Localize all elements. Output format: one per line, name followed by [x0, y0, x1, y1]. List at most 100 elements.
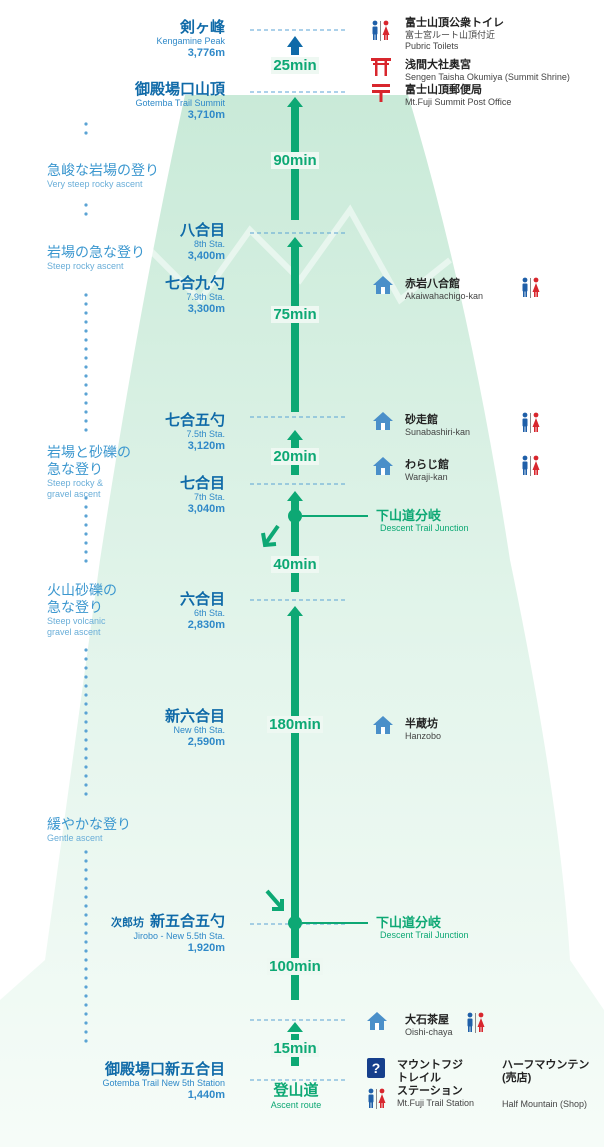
section-jp: 緩やかな登り	[47, 816, 131, 832]
station-name: 七合九勺	[164, 275, 225, 292]
section-dot	[84, 329, 88, 333]
station-name: 新五合五勺	[149, 913, 225, 930]
half-mountain-jp-1: ハーフマウンテン	[502, 1059, 590, 1071]
toilet-icon	[467, 1012, 485, 1033]
station-en: Gotemba Trail New 5th Station	[102, 1078, 225, 1088]
station-prefix: 次郎坊	[110, 917, 144, 929]
section-dot	[84, 976, 88, 980]
section-dot	[84, 850, 88, 854]
time-label: 40min	[255, 556, 335, 574]
station-name: 剣ヶ峰	[179, 19, 225, 36]
time-value: 25min	[271, 57, 319, 74]
section-dot	[84, 523, 88, 527]
trail-station-en: Mt.Fuji Trail Station	[397, 1098, 475, 1108]
section-dot	[84, 541, 88, 545]
time-label: 180min	[255, 716, 335, 734]
section-dot	[84, 877, 88, 881]
section-dot	[84, 702, 88, 706]
ascent-route-en: Ascent route	[270, 1100, 322, 1110]
section-dot	[84, 365, 88, 369]
section-dot	[84, 922, 88, 926]
trail-station: マウントフジ トレイル ステーション Mt.Fuji Trail Station	[397, 1059, 474, 1109]
facility-en: Sunabashiri-kan	[405, 427, 471, 437]
station-altitude: 3,776m	[187, 47, 225, 59]
section-dot	[84, 374, 88, 378]
section-dot	[84, 410, 88, 414]
svg-text:?: ?	[372, 1060, 381, 1076]
info-icon: ?	[367, 1058, 385, 1078]
time-value: 15min	[271, 1040, 319, 1057]
station-name: 七合目	[179, 475, 225, 492]
section-dot	[84, 913, 88, 917]
section-dot	[84, 967, 88, 971]
facility-en: Akaiwahachigo-kan	[405, 291, 484, 301]
facility-en: Hanzobo	[405, 731, 442, 741]
station-name: 御殿場口山頂	[134, 81, 225, 98]
section-en: Very steep rocky ascent	[47, 179, 143, 189]
station-name-row: 次郎坊新五合五勺	[10, 913, 225, 931]
station-en: 8th Sta.	[193, 239, 225, 249]
section-dot	[84, 729, 88, 733]
facility-jp: わらじ館	[405, 459, 449, 471]
section-dot	[84, 401, 88, 405]
section-en: Steep rocky &	[47, 478, 104, 488]
section-dot	[84, 1030, 88, 1034]
section-dot	[84, 895, 88, 899]
facility-jp: 富士山頂郵便局	[405, 84, 482, 96]
trail-arrow-icon	[287, 491, 303, 501]
trail-station-jp-1: マウントフジ	[397, 1059, 463, 1071]
time-label: 90min	[255, 152, 335, 170]
station-en: Jirobo - New 5.5th Sta.	[133, 931, 225, 941]
section-jp: 火山砂礫の	[47, 582, 117, 598]
descent-arrow-icon	[265, 889, 284, 911]
section-jp: 岩場と砂礫の	[47, 444, 131, 460]
section-dot	[84, 648, 88, 652]
station-en: 7th Sta.	[193, 492, 225, 502]
station-en: 6th Sta.	[193, 608, 225, 618]
trail-arrow-icon	[287, 97, 303, 107]
section-dot	[84, 859, 88, 863]
section-dot	[84, 356, 88, 360]
section-dot	[84, 720, 88, 724]
section-dot	[84, 675, 88, 679]
section-dot	[84, 320, 88, 324]
section-dot	[84, 1021, 88, 1025]
section-jp: 岩場の急な登り	[47, 244, 145, 260]
shrine-gate-icon	[371, 58, 391, 76]
facility-en: Waraji-kan	[405, 472, 448, 482]
time-label: 25min	[255, 57, 335, 75]
facility-en: Pubric Toilets	[405, 41, 459, 51]
facility-en: Oishi-chaya	[405, 1027, 453, 1037]
facility-jp: 大石茶屋	[405, 1014, 449, 1026]
section-dot	[84, 958, 88, 962]
section-dot	[84, 931, 88, 935]
time-value: 100min	[267, 958, 323, 975]
section-dot	[84, 338, 88, 342]
trail-arrow-icon	[287, 430, 303, 440]
section-dot	[84, 985, 88, 989]
time-label: 75min	[255, 306, 335, 324]
time-value: 40min	[271, 556, 319, 573]
section-en: gravel ascent	[47, 489, 101, 499]
mountain-ridge	[147, 204, 452, 305]
junction-node	[288, 509, 302, 523]
half-mountain: ハーフマウンテン (売店) Half Mountain (Shop)	[502, 1059, 589, 1110]
hut-icon	[373, 457, 393, 475]
station-altitude: 2,830m	[187, 619, 225, 631]
